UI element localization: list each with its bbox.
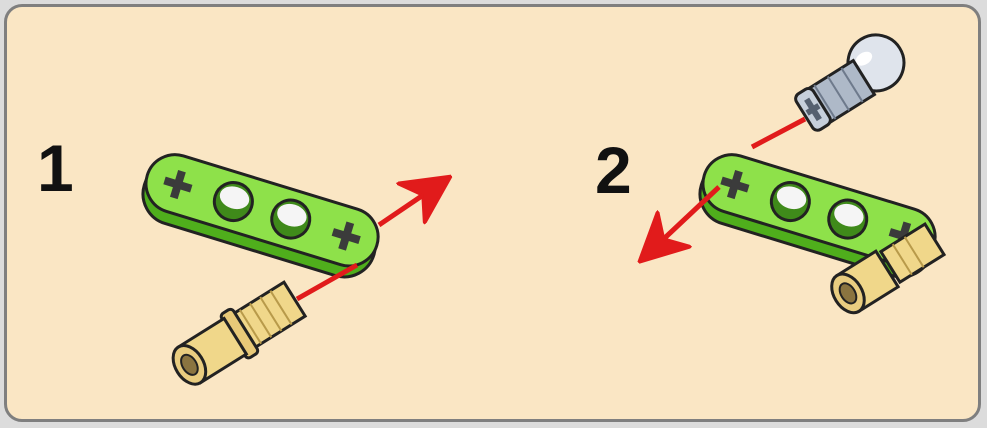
instruction-panel: 1 2 xyxy=(4,4,981,422)
step-1-group xyxy=(135,147,435,394)
arrow-icon xyxy=(379,187,435,225)
arrow-icon xyxy=(653,187,719,249)
arrow-line-2a xyxy=(752,119,805,147)
friction-pin-icon xyxy=(164,277,309,394)
instruction-illustration xyxy=(7,7,981,422)
axle-pin-icon xyxy=(786,24,914,133)
step-2-group xyxy=(653,24,946,318)
liftarm-beam-icon xyxy=(135,147,385,284)
